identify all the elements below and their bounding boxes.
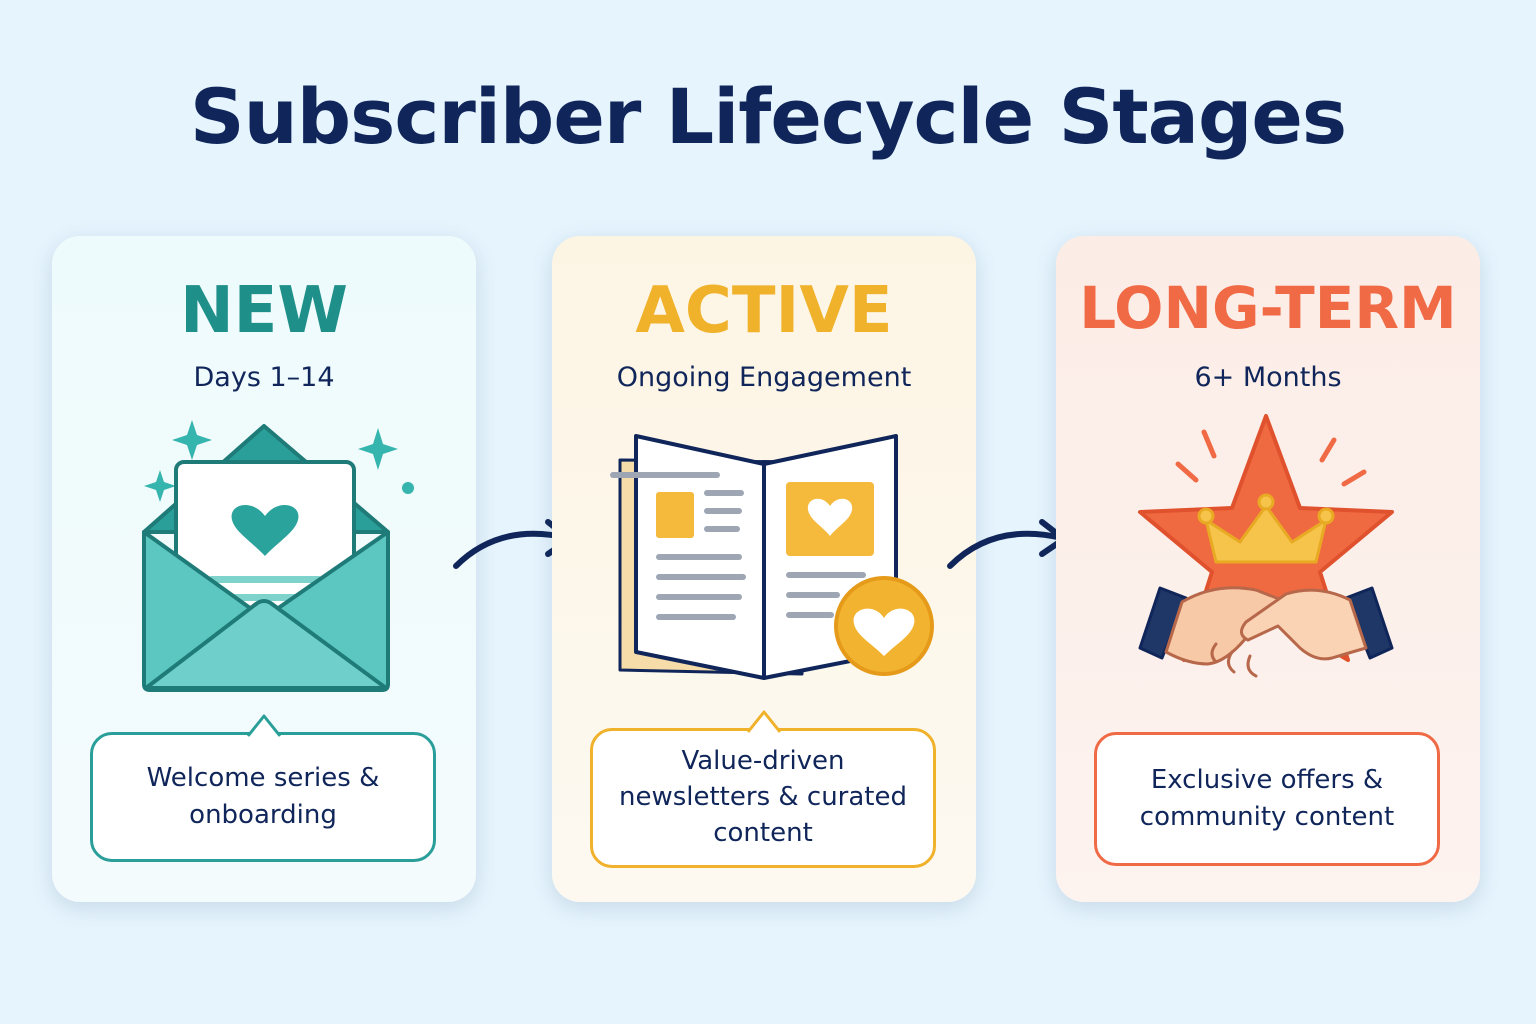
page-title: Subscriber Lifecycle Stages <box>189 72 1347 161</box>
stage-name: ACTIVE <box>635 274 893 348</box>
stage-card-active: ACTIVE Ongoing Engagement Value-driven n… <box>552 236 976 902</box>
newsletter-book-icon <box>610 434 934 680</box>
stage-name: LONG-TERM <box>1079 274 1457 342</box>
stage-card-new: NEW Days 1–14 Welcome series & onboardin… <box>52 236 476 902</box>
stage-subtitle: 6+ Months <box>1194 362 1342 393</box>
callout-pointer <box>247 714 281 737</box>
stage-subtitle: Days 1–14 <box>193 362 335 393</box>
arrow-right-icon <box>947 519 1067 569</box>
stage-description: Welcome series & onboarding <box>146 763 380 830</box>
stage-subtitle: Ongoing Engagement <box>616 362 912 393</box>
stage-name: NEW <box>180 274 348 348</box>
star-crown-handshake-icon <box>1138 414 1394 678</box>
stage-card-long-term: LONG-TERM 6+ Months Exclusive offers & c… <box>1056 236 1480 902</box>
stage-description: Exclusive offers & community content <box>1139 765 1395 832</box>
envelope-heart-icon <box>142 420 414 692</box>
callout-pointer <box>747 710 781 733</box>
stage-description-callout: Value-driven newsletters & curated conte… <box>590 710 936 868</box>
stage-description: Value-driven newsletters & curated conte… <box>618 746 908 848</box>
stage-description-callout: Exclusive offers & community content <box>1094 732 1440 866</box>
stage-description-callout: Welcome series & onboarding <box>90 714 436 862</box>
